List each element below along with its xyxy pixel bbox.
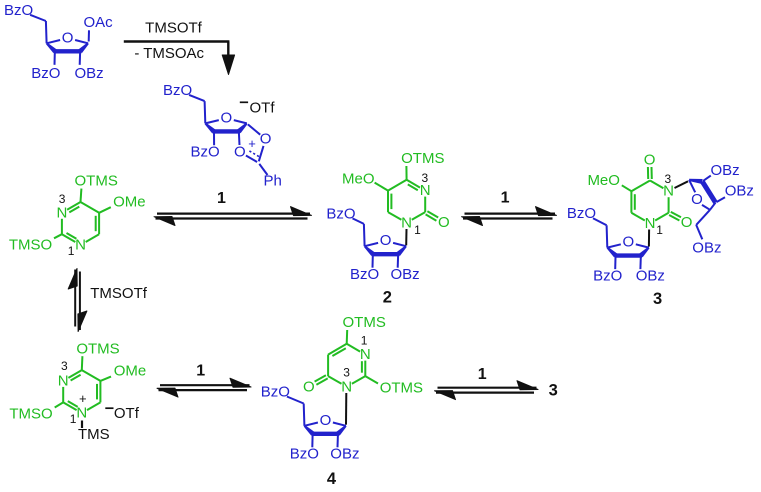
- svg-text:N: N: [645, 215, 656, 232]
- svg-text:OBz: OBz: [391, 266, 420, 283]
- svg-text:OBz: OBz: [725, 183, 754, 200]
- svg-text:TMSO: TMSO: [9, 237, 52, 254]
- svg-text:O: O: [260, 131, 272, 148]
- svg-text:3: 3: [59, 192, 66, 206]
- svg-text:OTMS: OTMS: [76, 340, 119, 357]
- svg-text:BzO: BzO: [191, 143, 220, 160]
- svg-text:TMSOTf: TMSOTf: [90, 285, 147, 302]
- svg-text:1: 1: [361, 334, 368, 348]
- svg-text:TMS: TMS: [78, 426, 110, 443]
- svg-text:BzO: BzO: [593, 268, 622, 285]
- svg-text:2: 2: [383, 289, 392, 307]
- svg-text:OBz: OBz: [711, 162, 740, 179]
- svg-text:N: N: [420, 182, 431, 199]
- svg-text:OTMS: OTMS: [75, 173, 118, 190]
- svg-text:O: O: [644, 151, 656, 168]
- svg-text:3: 3: [343, 365, 350, 379]
- svg-text:TMSO: TMSO: [9, 405, 52, 422]
- svg-text:OMe: OMe: [114, 363, 147, 380]
- svg-text:MeO: MeO: [342, 171, 375, 188]
- svg-text:OAc: OAc: [84, 14, 114, 31]
- svg-text:1: 1: [196, 363, 205, 380]
- svg-text:OBz: OBz: [636, 268, 665, 285]
- svg-text:3: 3: [61, 359, 68, 373]
- svg-text:BzO: BzO: [326, 205, 355, 222]
- svg-text:TMSOTf: TMSOTf: [145, 20, 202, 37]
- svg-text:N: N: [75, 237, 86, 254]
- svg-text:O: O: [380, 232, 392, 249]
- svg-text:O: O: [622, 234, 634, 251]
- svg-text:3: 3: [549, 382, 558, 400]
- svg-text:O: O: [303, 378, 315, 395]
- svg-text:3: 3: [422, 171, 429, 185]
- svg-text:1: 1: [217, 190, 226, 207]
- svg-text:N: N: [76, 405, 87, 422]
- svg-text:MeO: MeO: [587, 172, 620, 189]
- svg-text:N: N: [341, 378, 352, 395]
- svg-text:4: 4: [327, 470, 337, 488]
- svg-text:BzO: BzO: [261, 384, 290, 401]
- svg-text:1: 1: [501, 190, 510, 207]
- svg-text:1: 1: [656, 223, 663, 237]
- svg-text:BzO: BzO: [350, 266, 379, 283]
- svg-text:OBz: OBz: [75, 65, 104, 82]
- svg-text:OTf: OTf: [250, 99, 276, 116]
- svg-text:N: N: [663, 183, 674, 200]
- svg-text:N: N: [401, 214, 412, 231]
- svg-text:N: N: [56, 204, 67, 221]
- svg-text:OBz: OBz: [330, 446, 359, 463]
- svg-text:O: O: [691, 191, 703, 208]
- svg-text:O: O: [681, 214, 693, 231]
- svg-text:BzO: BzO: [4, 2, 33, 19]
- svg-text:N: N: [58, 372, 69, 389]
- svg-text:O: O: [62, 29, 74, 46]
- svg-text:BzO: BzO: [290, 446, 319, 463]
- svg-text:1: 1: [478, 366, 487, 383]
- svg-text:BzO: BzO: [163, 82, 192, 99]
- svg-text:OTMS: OTMS: [380, 379, 423, 396]
- svg-text:OMe: OMe: [113, 194, 146, 211]
- svg-text:O: O: [234, 144, 246, 161]
- svg-text:BzO: BzO: [567, 205, 596, 222]
- svg-text:- TMSOAc: - TMSOAc: [134, 45, 204, 62]
- svg-text:O: O: [320, 412, 332, 429]
- svg-text:3: 3: [653, 290, 662, 308]
- svg-text:BzO: BzO: [31, 65, 60, 82]
- svg-text:OTMS: OTMS: [401, 150, 444, 167]
- svg-text:Ph: Ph: [264, 172, 282, 189]
- svg-text:OTMS: OTMS: [343, 314, 386, 331]
- svg-text:O: O: [438, 214, 450, 231]
- svg-text:1: 1: [414, 223, 421, 237]
- svg-text:OTf: OTf: [114, 405, 140, 422]
- svg-text:+: +: [248, 136, 256, 151]
- svg-text:1: 1: [68, 244, 75, 258]
- svg-text:3: 3: [665, 172, 672, 186]
- svg-text:+: +: [79, 391, 87, 406]
- svg-text:N: N: [360, 346, 371, 363]
- svg-text:OBz: OBz: [692, 240, 721, 257]
- svg-text:1: 1: [70, 412, 77, 426]
- svg-text:O: O: [220, 109, 232, 126]
